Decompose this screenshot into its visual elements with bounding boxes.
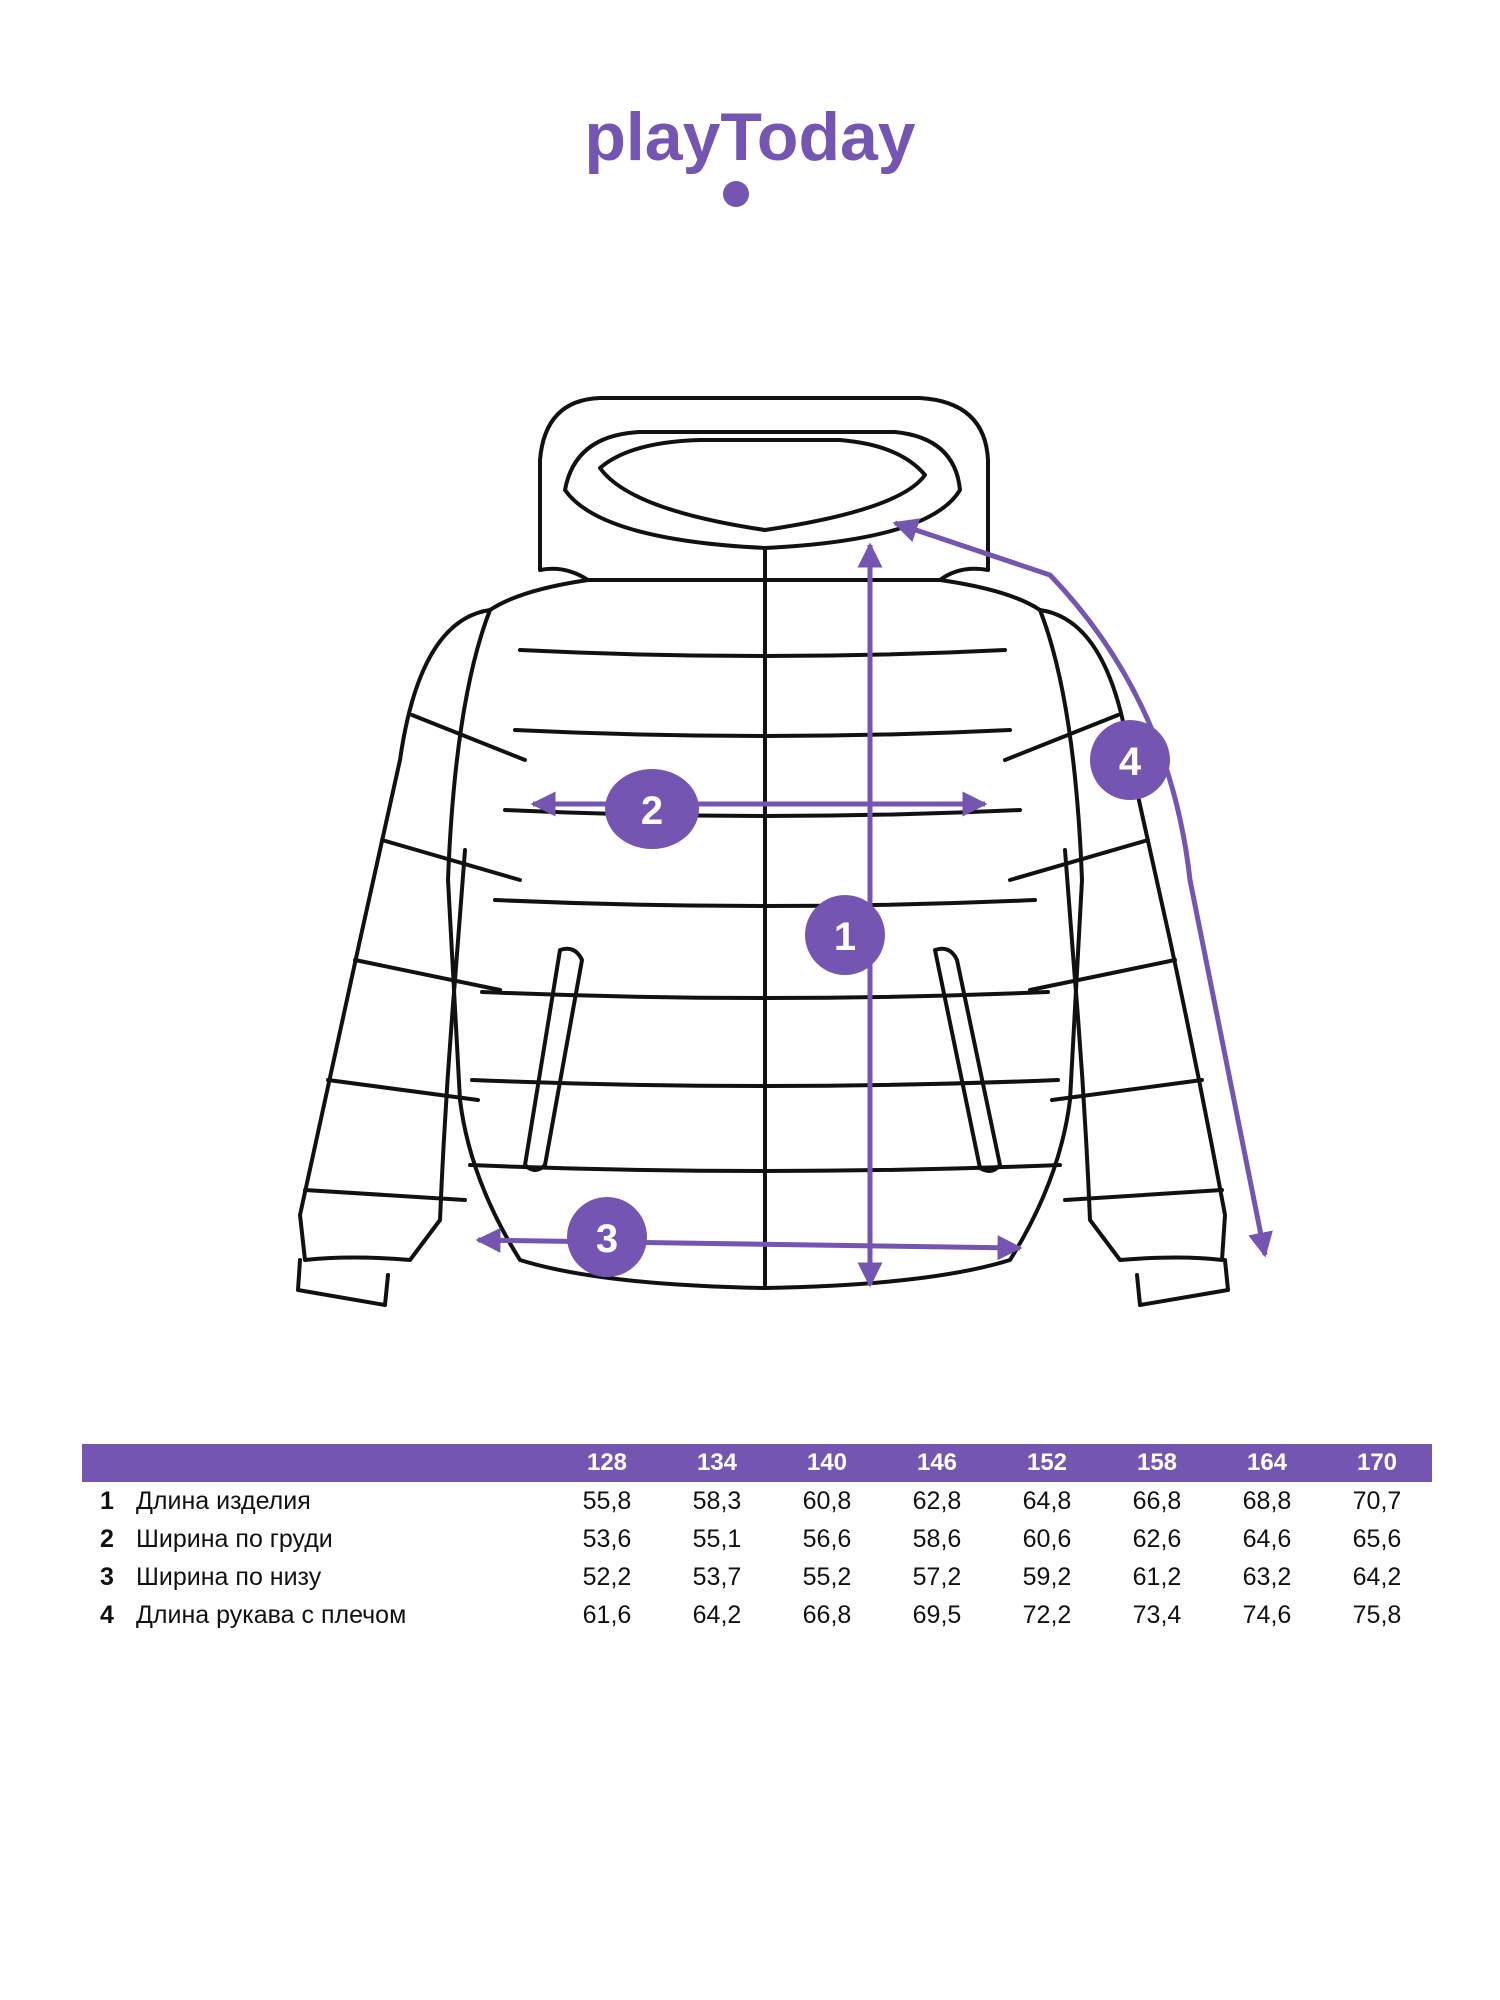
row-number: 2 (100, 1524, 114, 1553)
header-empty-cell (132, 1444, 552, 1482)
svg-text:2: 2 (641, 789, 663, 833)
table-cell: 59,2 (1022, 1562, 1072, 1591)
table-cell: 55,1 (692, 1524, 742, 1553)
table-cell: 65,6 (1352, 1524, 1402, 1553)
row-label: Ширина по низу (136, 1562, 322, 1591)
table-cell: 53,6 (582, 1524, 632, 1553)
brand-logo-text: playToday (584, 99, 915, 175)
table-cell: 64,8 (1022, 1486, 1072, 1515)
logo-dot-icon (723, 181, 749, 207)
measure-sleeve-line (892, 518, 1273, 1258)
table-cell: 66,8 (1132, 1486, 1182, 1515)
measure-hem-line (475, 1227, 1023, 1261)
badge-sleeve: 4 (1090, 720, 1170, 800)
table-cell: 62,8 (912, 1486, 962, 1515)
table-cell: 57,2 (912, 1562, 962, 1591)
table-cell: 64,2 (692, 1600, 742, 1629)
svg-text:1: 1 (834, 915, 856, 959)
table-cell: 68,8 (1242, 1486, 1292, 1515)
table-cell: 61,2 (1132, 1562, 1182, 1591)
size-header: 170 (1322, 1444, 1432, 1482)
table-cell: 58,3 (692, 1486, 742, 1515)
row-label: Ширина по груди (136, 1524, 333, 1553)
table-cell: 56,6 (802, 1524, 852, 1553)
brand-logo: playToday (584, 99, 916, 207)
size-header: 128 (552, 1444, 662, 1482)
table-cell: 70,7 (1352, 1486, 1402, 1515)
jacket-outline (296, 396, 1230, 1307)
table-cell: 72,2 (1022, 1600, 1072, 1629)
svg-text:3: 3 (596, 1217, 618, 1261)
size-header: 140 (772, 1444, 882, 1482)
table-row: 4 Длина рукава с плечом 61,6 64,2 66,8 6… (82, 1596, 1432, 1634)
table-row: 3 Ширина по низу 52,2 53,7 55,2 57,2 59,… (82, 1558, 1432, 1596)
table-cell: 74,6 (1242, 1600, 1292, 1629)
table-cell: 60,8 (802, 1486, 852, 1515)
row-number: 3 (100, 1562, 114, 1591)
table-cell: 52,2 (582, 1562, 632, 1591)
size-table: 128 134 140 146 152 158 164 170 1 Длина … (82, 1444, 1432, 1634)
jacket-diagram: 1 2 3 4 (296, 396, 1273, 1307)
row-label: Длина рукава с плечом (136, 1600, 407, 1629)
size-header: 158 (1102, 1444, 1212, 1482)
size-header: 152 (992, 1444, 1102, 1482)
header-empty-cell (82, 1444, 132, 1482)
table-cell: 53,7 (692, 1562, 742, 1591)
row-label: Длина изделия (136, 1486, 311, 1515)
table-cell: 64,2 (1352, 1562, 1402, 1591)
size-header: 164 (1212, 1444, 1322, 1482)
table-cell: 60,6 (1022, 1524, 1072, 1553)
table-row: 2 Ширина по груди 53,6 55,1 56,6 58,6 60… (82, 1520, 1432, 1558)
row-number: 4 (100, 1600, 114, 1629)
table-cell: 62,6 (1132, 1524, 1182, 1553)
table-cell: 75,8 (1352, 1600, 1402, 1629)
table-cell: 73,4 (1132, 1600, 1182, 1629)
badge-hem: 3 (567, 1197, 647, 1277)
table-cell: 63,2 (1242, 1562, 1292, 1591)
table-cell: 69,5 (912, 1600, 962, 1629)
size-header: 134 (662, 1444, 772, 1482)
table-cell: 58,6 (912, 1524, 962, 1553)
svg-text:4: 4 (1119, 740, 1142, 784)
table-row: 1 Длина изделия 55,8 58,3 60,8 62,8 64,8… (82, 1482, 1432, 1520)
table-cell: 55,8 (582, 1486, 632, 1515)
table-cell: 66,8 (802, 1600, 852, 1629)
size-header-row: 128 134 140 146 152 158 164 170 (82, 1444, 1432, 1482)
size-header: 146 (882, 1444, 992, 1482)
table-cell: 64,6 (1242, 1524, 1292, 1553)
badge-chest: 2 (605, 769, 699, 849)
badge-length: 1 (805, 895, 885, 975)
table-cell: 55,2 (802, 1562, 852, 1591)
table-cell: 61,6 (582, 1600, 632, 1629)
row-number: 1 (100, 1486, 114, 1515)
